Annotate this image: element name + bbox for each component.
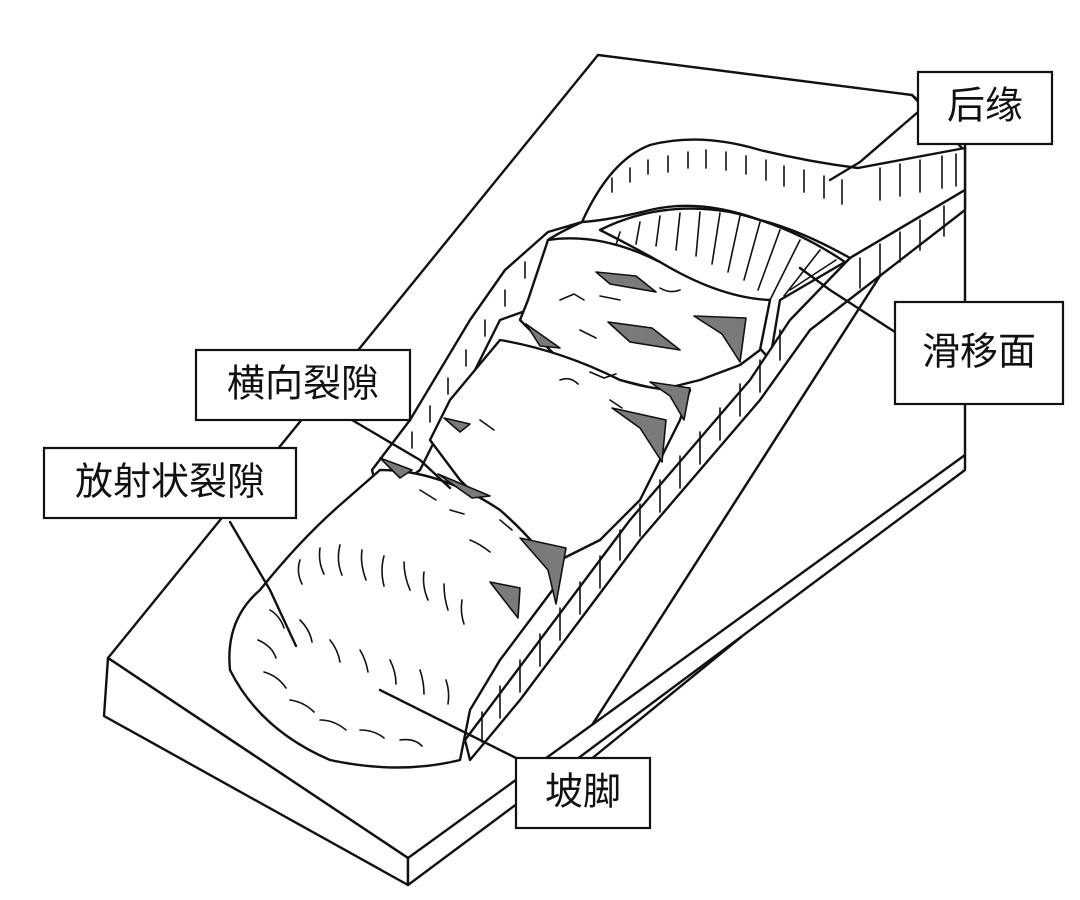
crack-wedge	[489, 581, 521, 619]
crack-wedge	[649, 381, 691, 421]
leader-slip-surface	[798, 266, 897, 334]
leader-slope-toe	[378, 688, 518, 760]
leader-back-edge	[828, 110, 920, 182]
label-radial-cracks-text: 放射状裂隙	[75, 460, 265, 504]
label-radial-cracks: 放射状裂隙	[42, 446, 298, 520]
leader-radial-cracks	[228, 520, 298, 648]
crack-wedge	[693, 315, 747, 363]
right-flank-hatching	[481, 205, 945, 743]
crack-wedge	[443, 417, 471, 433]
label-transverse-cracks-text: 横向裂隙	[227, 362, 379, 406]
crack-wedge	[607, 321, 681, 351]
left-flank-hatching	[411, 261, 526, 449]
leader-lines	[228, 110, 920, 760]
label-slope-toe: 坡脚	[514, 756, 652, 830]
crack-wedge	[525, 323, 561, 349]
label-back-edge-text: 后缘	[947, 84, 1023, 128]
transverse-crack-wedges	[379, 271, 747, 619]
left-flank	[370, 220, 584, 502]
label-transverse-cracks: 横向裂隙	[194, 348, 412, 422]
scarp-wall	[580, 138, 967, 260]
label-back-edge: 后缘	[916, 70, 1054, 146]
crack-wedge	[611, 407, 667, 463]
label-slip-surface: 滑移面	[893, 300, 1065, 406]
scarp-hatching	[611, 149, 957, 205]
crack-wedge	[437, 473, 491, 499]
middle-block	[428, 338, 692, 562]
label-slip-surface-text: 滑移面	[922, 330, 1036, 374]
crack-wedge	[379, 457, 413, 479]
leader-transverse-cracks	[350, 418, 452, 490]
crack-wedge	[519, 537, 567, 605]
surface-cracks	[419, 287, 681, 553]
label-slope-toe-text: 坡脚	[545, 770, 621, 814]
upper-block	[518, 237, 772, 392]
crack-wedge	[595, 271, 657, 293]
radial-cracks	[257, 544, 465, 747]
main-scarp	[580, 138, 967, 260]
